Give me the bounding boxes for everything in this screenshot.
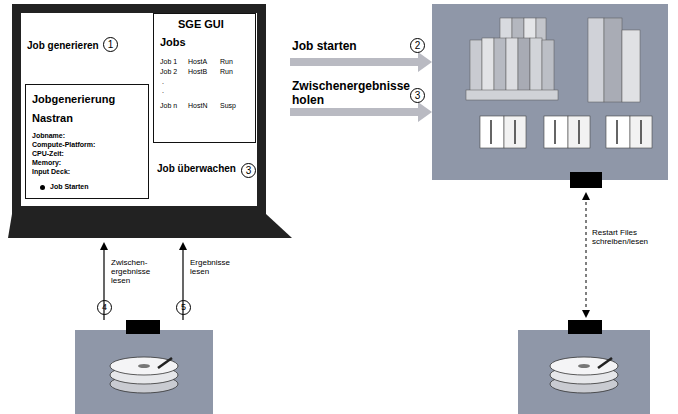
callout-number: 4 — [97, 300, 112, 315]
supercomputer-illustration — [432, 4, 668, 188]
table-cell: Job 2 — [160, 68, 177, 76]
field-label: Input Deck: — [32, 168, 70, 176]
table-cell: HostA — [188, 58, 207, 66]
callout-number: 3 — [241, 163, 256, 178]
callout-number: 1 — [103, 37, 118, 52]
laptop-base — [8, 214, 292, 238]
table-cell: Susp — [220, 102, 236, 110]
callout-number: 5 — [176, 300, 191, 315]
step-text: Job generieren — [27, 40, 99, 52]
step-text: Job überwachen — [157, 163, 236, 175]
table-cell: Job 1 — [160, 58, 177, 66]
box-title: SGE GUI — [178, 18, 224, 31]
table-cell: HostB — [188, 68, 207, 76]
program-name: Nastran — [32, 112, 73, 125]
button-label: Job Starten — [50, 183, 89, 191]
field-label: Memory: — [32, 159, 61, 167]
form-box: JobgenerierungNastranJobname:Compute-Pla… — [25, 84, 149, 199]
field-label: Compute-Platform: — [32, 141, 95, 149]
table-cell: Job n — [160, 102, 177, 110]
table-cell: Run — [220, 58, 233, 66]
disk-illustration — [518, 320, 650, 414]
table-cell: Run — [220, 68, 233, 76]
restart-arrow — [586, 196, 587, 314]
arrow-label: Zwischenergebnisse holen — [292, 80, 422, 108]
disk-illustration — [75, 320, 213, 414]
arrow-label: Job starten — [292, 40, 357, 54]
transfer-arrow — [290, 52, 432, 72]
section-title: Jobs — [160, 36, 186, 49]
table-cell: . — [162, 87, 164, 95]
field-label: CPU-Zeit: — [32, 150, 64, 158]
arrow-label: Restart Files schreiben/lesen — [592, 228, 658, 246]
table-cell: HostN — [188, 102, 207, 110]
arrow-label: Zwischen- ergebnisse lesen — [111, 258, 155, 286]
arrow-label: Ergebnisse lesen — [190, 258, 238, 276]
box-title: Jobgenerierung — [32, 93, 115, 106]
callout-number: 3 — [410, 88, 425, 103]
gui-box: SGE GUIJobsJob 1HostARunJob 2HostBRun..J… — [153, 13, 256, 143]
callout-number: 2 — [410, 38, 425, 53]
table-cell: . — [162, 78, 164, 86]
laptop-screen: Job generierenJob überwachen Jobgenerieru… — [12, 4, 266, 215]
field-label: Jobname: — [32, 132, 65, 140]
radio-button — [40, 185, 45, 190]
